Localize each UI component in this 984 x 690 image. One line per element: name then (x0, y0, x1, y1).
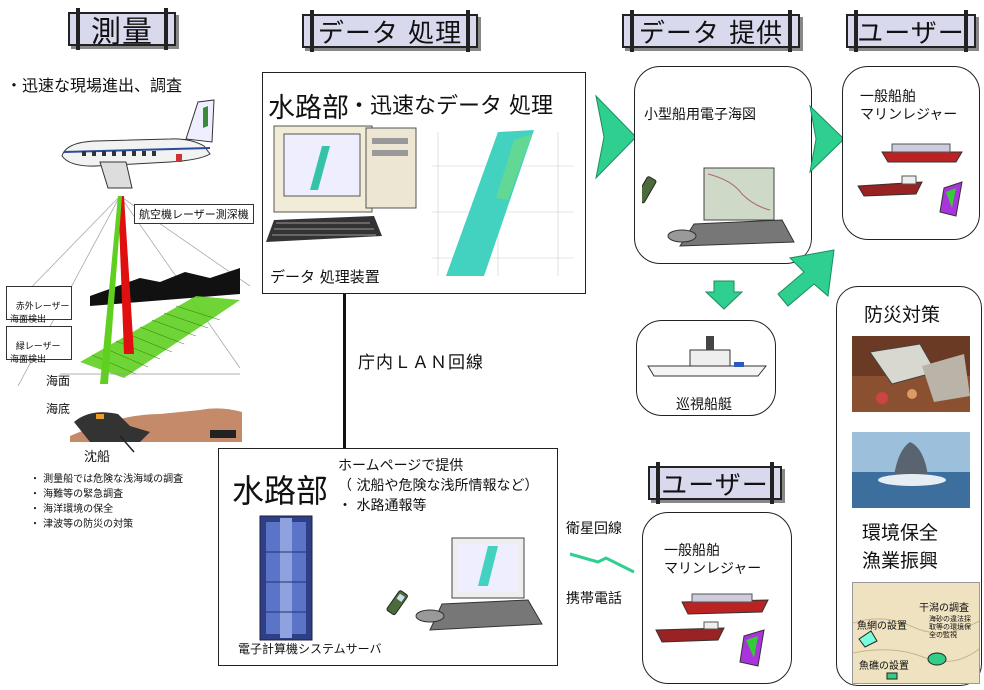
header-users-top-label: ユーザー (857, 18, 965, 49)
sand-label: 海砂の違法採 取等の環境保 全の監視 (929, 615, 971, 639)
processing-title-main: 水路部 (268, 93, 349, 124)
wireless-link-icon (569, 552, 635, 574)
arrow-right-icon (595, 94, 637, 180)
header-users-mid: ユーザー (648, 462, 782, 504)
header-data-provision-label: データ 提供 (638, 18, 784, 49)
mobile-phone-icon (386, 590, 408, 616)
processing-bathymetry-map (432, 130, 574, 276)
aircraft-icon (61, 99, 215, 189)
user-mid-line1: 一般船舶 (664, 543, 720, 559)
processing-title-sub: ・迅速なデータ 処理 (348, 94, 553, 119)
satellite-label: 衛星回線 (566, 521, 622, 537)
server-line: （ 沈船や危険な浅所情報など） (338, 478, 539, 494)
header-users-mid-label: ユーザー (661, 470, 769, 501)
processing-workstation-icon (266, 125, 417, 242)
user-mid-line2: マリンレジャー (664, 561, 762, 577)
server-tower-icon (259, 515, 313, 641)
header-survey-label: 測量 (91, 15, 153, 50)
server-line: ホームページで提供 (338, 458, 464, 474)
infrared-laser-text: 赤外レーザー 海面検出 (10, 302, 70, 325)
tanker-icon (655, 621, 725, 643)
user-top-line2: マリンレジャー (860, 107, 958, 123)
processing-device-label: データ 処理装置 (270, 268, 380, 286)
cargo-ship-icon (881, 143, 963, 163)
mobile-label: 携帯電話 (566, 591, 622, 607)
green-laser-text: 緑レーザー 海面検出 (10, 342, 61, 365)
user-top-ships-illustration (857, 143, 963, 217)
header-users-top: ユーザー (846, 10, 976, 52)
patrol-ship-icon (647, 336, 768, 377)
survey-note: ・ 津波等の防災の対策 (30, 519, 134, 530)
sea-surface-label: 海面 (46, 374, 71, 388)
provision-label: 小型船用電子海図 (644, 107, 756, 123)
arrow-diagonal-icon (777, 249, 835, 307)
environment-label: 環境保全 (862, 522, 939, 544)
server-label: 電子計算機システムサーバ (238, 642, 382, 656)
survey-tagline: ・迅速な現場進出、調査 (6, 76, 183, 95)
environment-photo (852, 432, 970, 508)
survey-notes: ・ 測量船では危険な浅海域の調査 ・ 海難等の緊急調査 ・ 海洋環境の保全 ・ … (30, 472, 183, 532)
fishnet-label: 魚網の設置 (857, 621, 907, 632)
user-top-line1: 一般船舶 (860, 89, 916, 105)
server-line: ・ 水路通報等 (338, 498, 427, 514)
user-mid-ships-illustration (655, 593, 769, 667)
fisheries-map-lines (853, 618, 979, 680)
tidal-flat-label: 干潟の調査 (919, 603, 969, 614)
windsurf-icon (739, 629, 765, 667)
windsurf-icon (939, 181, 963, 217)
patrol-label: 巡視船艇 (676, 397, 732, 413)
header-data-processing-label: データ 処理 (317, 18, 463, 49)
header-survey: 測量 (68, 8, 176, 50)
arrow-down-icon (704, 280, 744, 310)
lan-label: 庁内ＬＡＮ回線 (358, 353, 484, 373)
reef-label: 魚礁の設置 (859, 661, 909, 672)
green-laser-label: 緑レーザー 海面検出 (6, 326, 72, 365)
cargo-ship-icon (681, 593, 769, 615)
survey-note: ・ 測量船では危険な浅海域の調査 (30, 474, 184, 485)
server-lines: ホームページで提供 （ 沈船や危険な浅所情報など） ・ 水路通報等 (338, 456, 538, 516)
disaster-label: 防災対策 (864, 304, 941, 326)
seabed-label: 海底 (46, 402, 71, 416)
header-data-processing: データ 処理 (302, 10, 478, 52)
mobile-phone-icon (642, 176, 657, 204)
fisheries-label: 漁業振興 (862, 550, 939, 572)
server-illustration (259, 515, 543, 641)
arrow-right-icon (809, 104, 845, 174)
airborne-laser-illustration (17, 99, 250, 453)
fisheries-map: 干潟の調査 魚網の設置 海砂の違法採 取等の環境保 全の監視 魚礁の設置 (852, 582, 980, 684)
lan-connector (343, 294, 346, 450)
wreck-label: 沈船 (84, 450, 111, 465)
airborne-laser-label: 航空機レーザー測深機 (134, 204, 254, 224)
laptop-icon (415, 537, 543, 631)
survey-note: ・ 海洋環境の保全 (30, 504, 114, 515)
tanker-icon (857, 175, 923, 197)
disaster-photo (852, 336, 970, 412)
infrared-laser-label: 赤外レーザー 海面検出 (6, 286, 72, 325)
provision-laptop-illustration (642, 167, 795, 247)
header-data-provision: データ 提供 (622, 10, 800, 52)
server-title: 水路部 (232, 472, 329, 510)
survey-note: ・ 海難等の緊急調査 (30, 489, 124, 500)
